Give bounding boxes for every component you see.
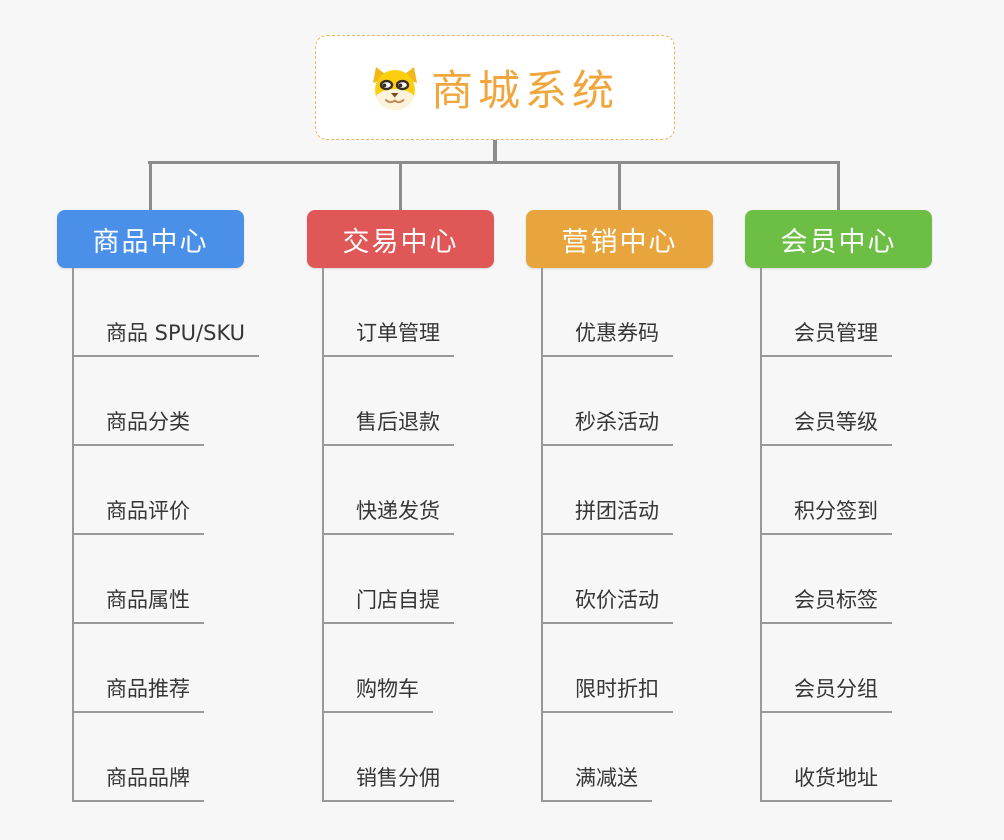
- connector-drop: [837, 161, 840, 210]
- branch-node-trade[interactable]: 交易中心: [307, 210, 494, 268]
- root-title: 商城系统: [430, 66, 619, 115]
- child-node[interactable]: 会员标签: [745, 535, 932, 624]
- root-node[interactable]: 商城系统: [315, 35, 675, 140]
- branch-node-products[interactable]: 商品中心: [57, 210, 244, 268]
- child-node[interactable]: 购物车: [307, 624, 494, 713]
- child-node[interactable]: 售后退款: [307, 357, 494, 446]
- branch-label: 交易中心: [342, 226, 459, 258]
- child-node[interactable]: 收货地址: [745, 713, 932, 802]
- connector-drop: [149, 161, 152, 210]
- branch-column-marketing: 营销中心 优惠券码 秒杀活动 拼团活动 砍价活动 限时折扣 满减送: [526, 210, 713, 802]
- child-node[interactable]: 满减送: [526, 713, 713, 802]
- children-group: 会员管理 会员等级 积分签到 会员标签 会员分组 收货地址: [745, 268, 932, 802]
- child-node[interactable]: 拼团活动: [526, 446, 713, 535]
- branch-node-marketing[interactable]: 营销中心: [526, 210, 713, 268]
- children-group: 商品 SPU/SKU 商品分类 商品评价 商品属性 商品推荐 商品品牌: [57, 268, 260, 802]
- child-node[interactable]: 商品属性: [57, 535, 244, 624]
- child-node[interactable]: 订单管理: [307, 268, 494, 357]
- child-node[interactable]: 商品 SPU/SKU: [57, 268, 260, 357]
- child-node[interactable]: 优惠券码: [526, 268, 713, 357]
- branch-label: 会员中心: [780, 226, 897, 258]
- child-node[interactable]: 商品品牌: [57, 713, 244, 802]
- branch-label: 商品中心: [92, 226, 209, 258]
- dog-icon: [371, 65, 419, 111]
- child-node[interactable]: 积分签到: [745, 446, 932, 535]
- child-node[interactable]: 商品推荐: [57, 624, 244, 713]
- children-group: 优惠券码 秒杀活动 拼团活动 砍价活动 限时折扣 满减送: [526, 268, 713, 802]
- child-node[interactable]: 砍价活动: [526, 535, 713, 624]
- child-node[interactable]: 会员等级: [745, 357, 932, 446]
- child-node[interactable]: 商品分类: [57, 357, 244, 446]
- children-group: 订单管理 售后退款 快递发货 门店自提 购物车 销售分佣: [307, 268, 494, 802]
- child-node[interactable]: 快递发货: [307, 446, 494, 535]
- branch-column-trade: 交易中心 订单管理 售后退款 快递发货 门店自提 购物车 销售分佣: [307, 210, 494, 802]
- connector-drop: [618, 161, 621, 210]
- connector-line: [760, 268, 762, 801]
- connector-line: [541, 268, 543, 801]
- connector-trunk: [493, 140, 497, 164]
- child-node[interactable]: 限时折扣: [526, 624, 713, 713]
- branch-node-members[interactable]: 会员中心: [745, 210, 932, 268]
- child-node[interactable]: 会员分组: [745, 624, 932, 713]
- connector-horizontal-bar: [148, 161, 840, 164]
- child-node[interactable]: 会员管理: [745, 268, 932, 357]
- child-node[interactable]: 秒杀活动: [526, 357, 713, 446]
- branch-label: 营销中心: [561, 226, 678, 258]
- connector-line: [72, 268, 74, 801]
- child-node[interactable]: 门店自提: [307, 535, 494, 624]
- connector-drop: [399, 161, 402, 210]
- branch-column-members: 会员中心 会员管理 会员等级 积分签到 会员标签 会员分组 收货地址: [745, 210, 932, 802]
- child-node[interactable]: 销售分佣: [307, 713, 494, 802]
- child-node[interactable]: 商品评价: [57, 446, 244, 535]
- connector-line: [322, 268, 324, 801]
- branch-column-products: 商品中心 商品 SPU/SKU 商品分类 商品评价 商品属性 商品推荐 商品品牌: [57, 210, 260, 802]
